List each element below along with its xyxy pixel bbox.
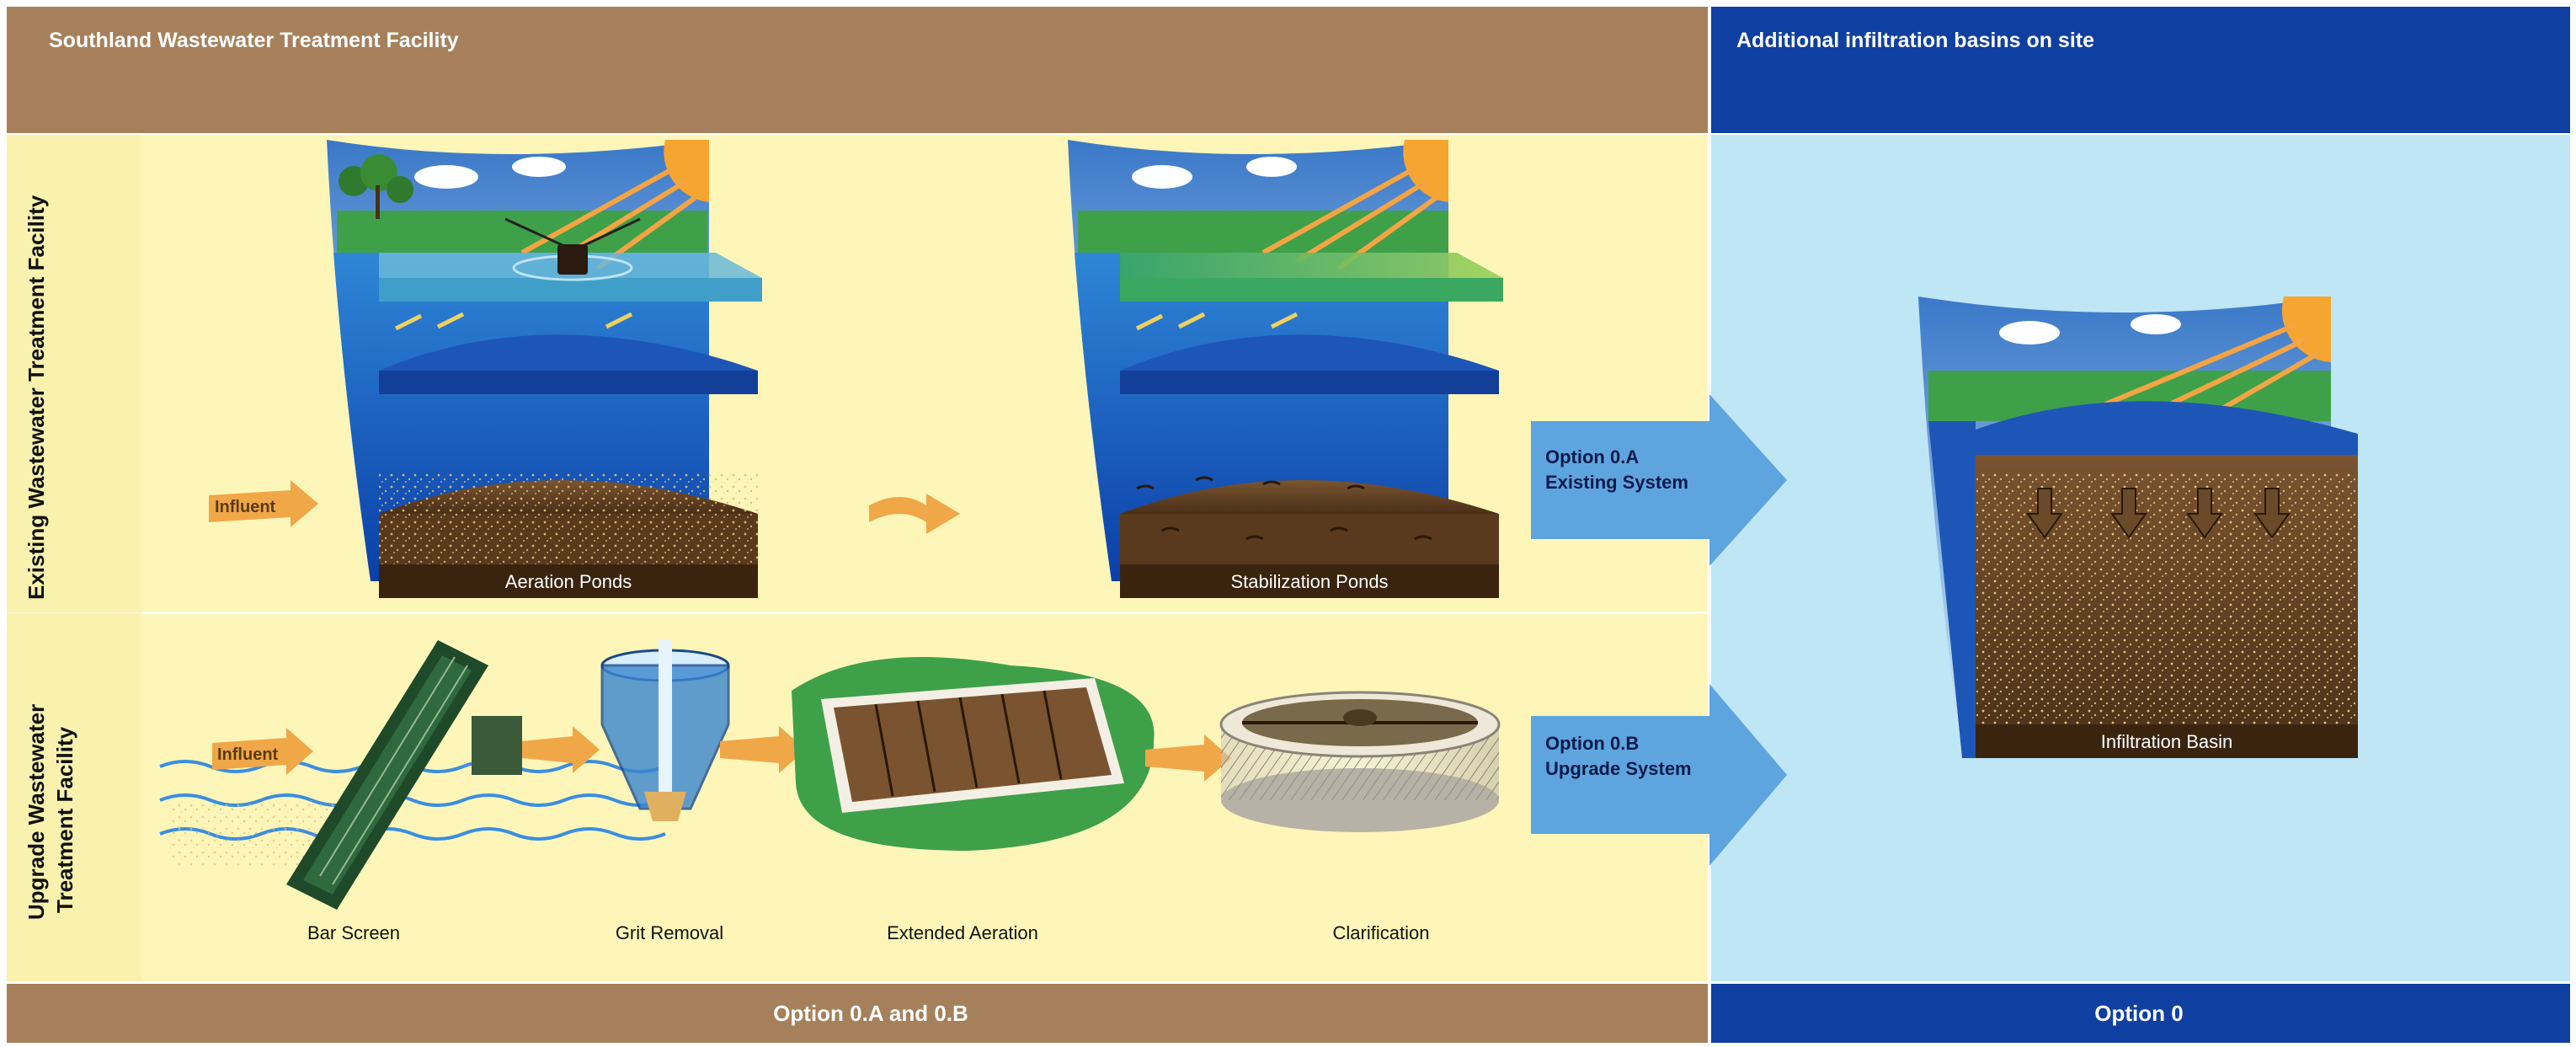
influent-arrow-existing: Influent (209, 480, 318, 527)
clarification-label: Clarification (1333, 922, 1430, 943)
clarification-illustration (1219, 691, 1501, 832)
bar-screen-label: Bar Screen (307, 922, 400, 943)
header-band-right (1711, 7, 2570, 133)
option-a-line1: Option 0.A (1545, 446, 1639, 467)
option-b-arrow: Option 0.B Upgrade System (1531, 684, 1787, 866)
stabilization-ponds-illustration: Stabilization Ponds (1068, 140, 1503, 598)
grit-removal-label: Grit Removal (616, 922, 723, 943)
option-b-line1: Option 0.B (1545, 733, 1639, 754)
flow-arrow-to-clarifier (1145, 735, 1231, 782)
footer-band-left (7, 984, 1708, 1043)
existing-row-label: Existing Wastewater Treatment Facility (24, 195, 49, 600)
row-divider (7, 612, 1708, 614)
influent-label-upgrade: Influent (217, 745, 279, 764)
option-b-line2: Upgrade System (1545, 758, 1692, 779)
header-band-left (7, 7, 1708, 133)
footer-band-right (1711, 984, 2570, 1043)
influent-label-existing: Influent (215, 498, 276, 516)
influent-arrow-upgrade: Influent (212, 728, 313, 775)
grit-removal-illustration (600, 640, 730, 821)
footer-left-label: Option 0.A and 0.B (773, 1001, 968, 1026)
upgrade-row-label-line2: Treatment Facility (52, 726, 77, 913)
flow-arrow-to-aeration (720, 726, 806, 773)
aeration-ponds-illustration: Aeration Ponds (327, 140, 762, 598)
aeration-ponds-caption: Aeration Ponds (505, 571, 632, 592)
extended-aeration-illustration (792, 657, 1155, 851)
option-a-line2: Existing System (1545, 472, 1688, 493)
header-right-title: Additional infiltration basins on site (1736, 29, 2094, 52)
stabilization-ponds-caption: Stabilization Ponds (1230, 571, 1388, 592)
infiltration-basin-illustration: Infiltration Basin (1918, 296, 2358, 758)
flow-arrow-to-grit (522, 726, 600, 773)
header-left-title: Southland Wastewater Treatment Facility (49, 29, 459, 52)
footer-right-label: Option 0 (2094, 1001, 2183, 1026)
option-a-arrow: Option 0.A Existing System (1531, 394, 1787, 566)
infiltration-basin-caption: Infiltration Basin (2101, 731, 2233, 752)
extended-aeration-label: Extended Aeration (887, 922, 1038, 943)
flow-arrow-ponds (869, 494, 960, 534)
upgrade-row-label-line1: Upgrade Wastewater (24, 704, 49, 920)
bar-screen-illustration (286, 640, 522, 910)
side-label-strip (7, 135, 141, 981)
